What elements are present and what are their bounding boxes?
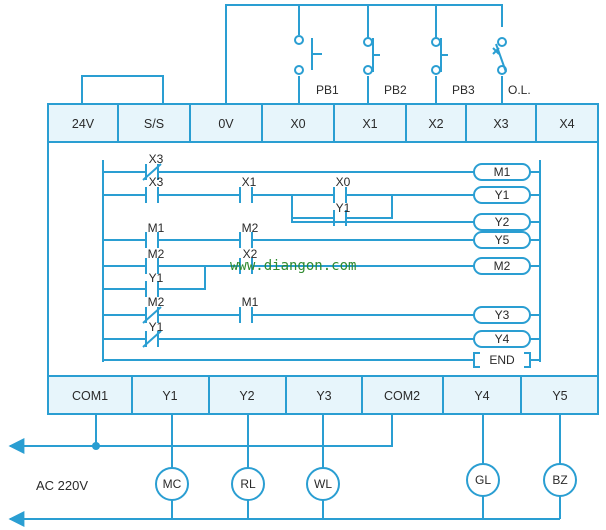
- terminal-y4: Y4: [474, 389, 489, 403]
- pb1-switch-symbol: [294, 35, 322, 75]
- load-rl: [231, 467, 265, 501]
- coil-y1: [473, 186, 531, 204]
- contact-label: X3: [149, 175, 164, 189]
- supply-link-wire: [81, 75, 164, 104]
- load-gl: [466, 463, 500, 497]
- end-bracket-right: [524, 352, 531, 368]
- ladder-program: [102, 160, 541, 368]
- contact-label: M1: [148, 221, 165, 235]
- input-common-wire: [225, 4, 503, 104]
- end-label: END: [489, 353, 515, 367]
- rung-2-branch: [291, 195, 474, 223]
- terminal-x3: X3: [493, 117, 508, 131]
- coil-y5: [473, 231, 531, 249]
- coil-label: Y3: [495, 308, 510, 322]
- contact-label: Y1: [149, 271, 164, 285]
- terminal-x1: X1: [362, 117, 377, 131]
- pb3-label: PB3: [452, 83, 475, 97]
- coil-m1: [473, 163, 531, 181]
- contact-label: X3: [149, 152, 164, 166]
- terminal-x0: X0: [290, 117, 305, 131]
- contact-label: M1: [242, 295, 259, 309]
- pb3-switch-symbol: [431, 37, 448, 75]
- load-label-bz: BZ: [552, 473, 567, 487]
- bottom-terminal-strip: [47, 375, 599, 415]
- contact-label: M2: [148, 295, 165, 309]
- top-terminal-strip: [47, 103, 599, 143]
- watermark-text: www.diangon.com: [230, 258, 356, 274]
- contact-label: M2: [242, 221, 259, 235]
- coil-y2: [473, 213, 531, 231]
- load-label-gl: GL: [475, 473, 491, 487]
- load-label-mc: MC: [163, 477, 182, 491]
- com2-wire: [96, 414, 393, 447]
- ol-contact-symbol: [492, 37, 507, 75]
- end-bracket-left: [473, 352, 480, 368]
- load-bz: [543, 463, 577, 497]
- contact-label: X2: [243, 247, 258, 261]
- contact-label: Y1: [336, 201, 351, 215]
- terminal-ss: S/S: [144, 117, 164, 131]
- terminal-com1: COM1: [72, 389, 108, 403]
- terminal-y3: Y3: [316, 389, 331, 403]
- coil-label: Y5: [495, 233, 510, 247]
- coil-y3: [473, 306, 531, 324]
- ol-label: O.L.: [508, 83, 531, 97]
- coil-y4: [473, 330, 531, 348]
- terminal-com2: COM2: [384, 389, 420, 403]
- coil-label: M2: [494, 259, 511, 273]
- load-label-rl: RL: [240, 477, 256, 491]
- terminal-y1: Y1: [162, 389, 177, 403]
- pb2-label: PB2: [384, 83, 407, 97]
- ac-supply-label: AC 220V: [36, 478, 88, 493]
- pb2-switch-symbol: [363, 37, 380, 75]
- coil-label: Y2: [495, 215, 510, 229]
- load-mc: [155, 467, 189, 501]
- load-wl: [306, 467, 340, 501]
- coil-m2: [473, 257, 531, 275]
- terminal-x2: X2: [428, 117, 443, 131]
- terminal-24v: 24V: [72, 117, 95, 131]
- junction-dot: [92, 442, 100, 450]
- terminal-0v: 0V: [218, 117, 234, 131]
- contact-label: M2: [148, 247, 165, 261]
- contact-label: X0: [336, 175, 351, 189]
- terminal-x4: X4: [559, 117, 574, 131]
- terminal-y5: Y5: [552, 389, 567, 403]
- contact-label: X1: [242, 175, 257, 189]
- pb1-label: PB1: [316, 83, 339, 97]
- load-label-wl: WL: [314, 477, 332, 491]
- coil-label: Y4: [495, 332, 510, 346]
- terminal-y2: Y2: [239, 389, 254, 403]
- coil-label: M1: [494, 165, 511, 179]
- contact-label: Y1: [149, 320, 164, 334]
- coil-label: Y1: [495, 188, 510, 202]
